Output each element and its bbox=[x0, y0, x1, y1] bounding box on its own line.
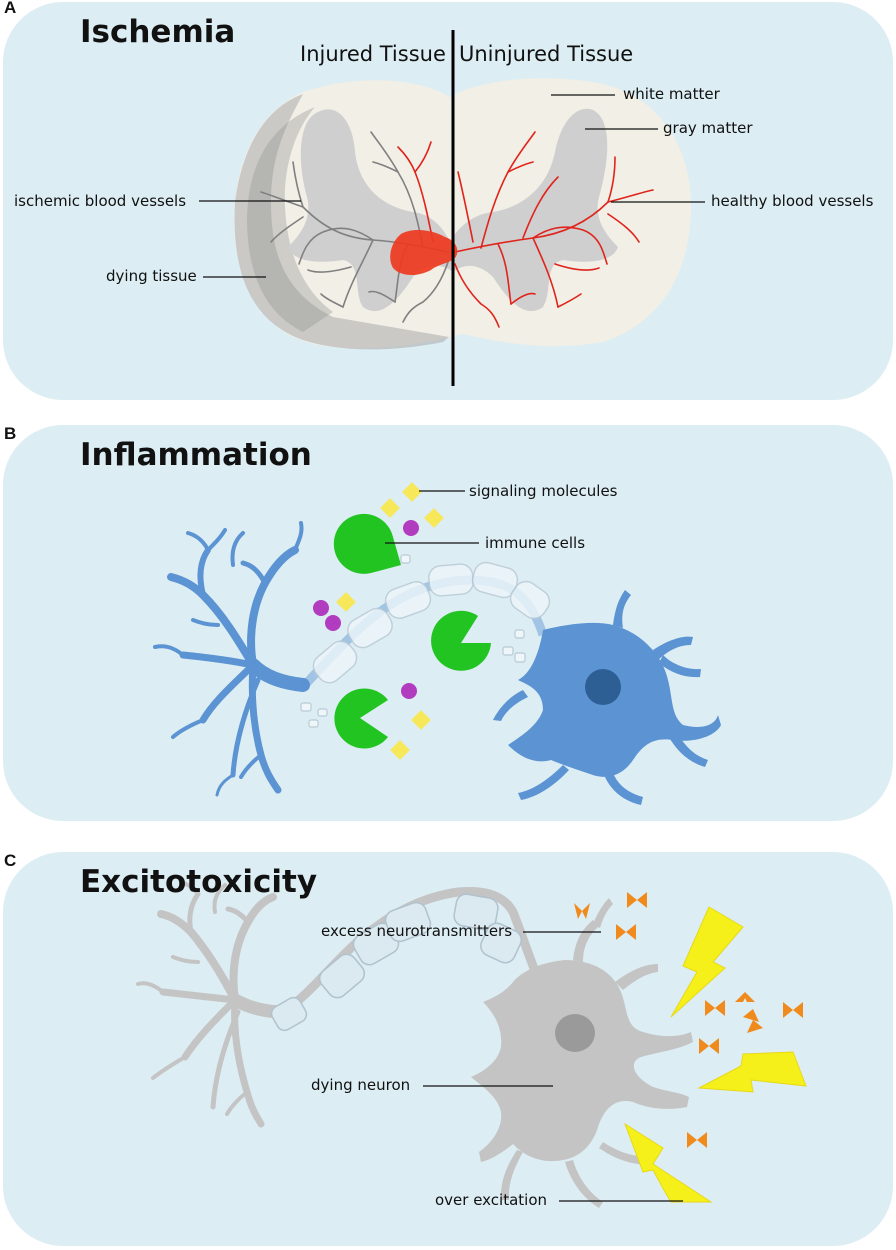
gray-matter-shape bbox=[288, 108, 618, 312]
debris bbox=[300, 554, 526, 728]
inflammation-illustration bbox=[153, 482, 721, 805]
dying-neuron-label: dying neuron bbox=[311, 1076, 411, 1094]
immune-cells-label: immune cells bbox=[485, 534, 586, 552]
lightning-bolt-2 bbox=[697, 1051, 807, 1093]
blue-neuron-nucleus bbox=[585, 669, 621, 705]
immune-cell-3 bbox=[334, 688, 388, 749]
panel-ischemia: Ischemia Injured Tissue Uninjured Tissue… bbox=[3, 2, 893, 400]
dying-tissue-label: dying tissue bbox=[106, 267, 197, 285]
panel-c-title: Excitotoxicity bbox=[80, 864, 318, 900]
white-matter-label: white matter bbox=[623, 85, 720, 103]
panel-a-title: Ischemia bbox=[80, 14, 236, 50]
purple-dots bbox=[313, 520, 419, 699]
healthy-blood-vessels-label: healthy blood vessels bbox=[711, 192, 874, 210]
ischemic-blood-vessels-label: ischemic blood vessels bbox=[14, 192, 187, 210]
panel-b-letter: B bbox=[4, 424, 17, 443]
leader-lines-b bbox=[385, 490, 479, 544]
panel-b-title: Inflammation bbox=[80, 437, 312, 473]
dying-tissue-shade bbox=[234, 94, 449, 350]
gray-neuron bbox=[471, 898, 693, 1208]
healthy-blood-vessels bbox=[397, 131, 654, 328]
spinal-cord-cross-section bbox=[199, 30, 705, 386]
panel-a-letter: A bbox=[4, 0, 17, 17]
gray-neuron-nucleus bbox=[555, 1014, 595, 1052]
excitotoxicity-illustration bbox=[136, 880, 807, 1208]
lightning-bolt-1 bbox=[670, 906, 744, 1018]
uninjured-tissue-header: Uninjured Tissue bbox=[459, 42, 634, 66]
immune-cell-2 bbox=[431, 610, 491, 671]
panel-c-letter: C bbox=[4, 851, 17, 870]
excess-neurotransmitters-label: excess neurotransmitters bbox=[321, 922, 513, 940]
myelin-segments-b bbox=[312, 561, 551, 684]
lightning-bolts bbox=[624, 906, 807, 1203]
panel-excitotoxicity: Excitotoxicity excess neurotransmitters … bbox=[3, 852, 893, 1246]
immune-cell-1 bbox=[333, 513, 401, 574]
blue-dendrites bbox=[153, 521, 310, 797]
injury-core bbox=[390, 230, 458, 276]
gray-matter-label: gray matter bbox=[663, 119, 753, 137]
injured-tissue-header: Injured Tissue bbox=[300, 42, 446, 66]
immune-cells bbox=[333, 513, 491, 749]
over-excitation-label: over excitation bbox=[435, 1191, 548, 1209]
leader-lines-c bbox=[423, 931, 683, 1202]
panel-inflammation: Inflammation signaling molecules immune … bbox=[3, 425, 893, 821]
myelin-segments-c bbox=[270, 893, 522, 1032]
signaling-molecules-label: signaling molecules bbox=[469, 482, 618, 500]
gray-dendrites bbox=[136, 880, 290, 1128]
lightning-bolt-3 bbox=[624, 1122, 713, 1203]
leader-lines-a bbox=[199, 94, 705, 278]
neurotransmitters bbox=[574, 892, 803, 1148]
